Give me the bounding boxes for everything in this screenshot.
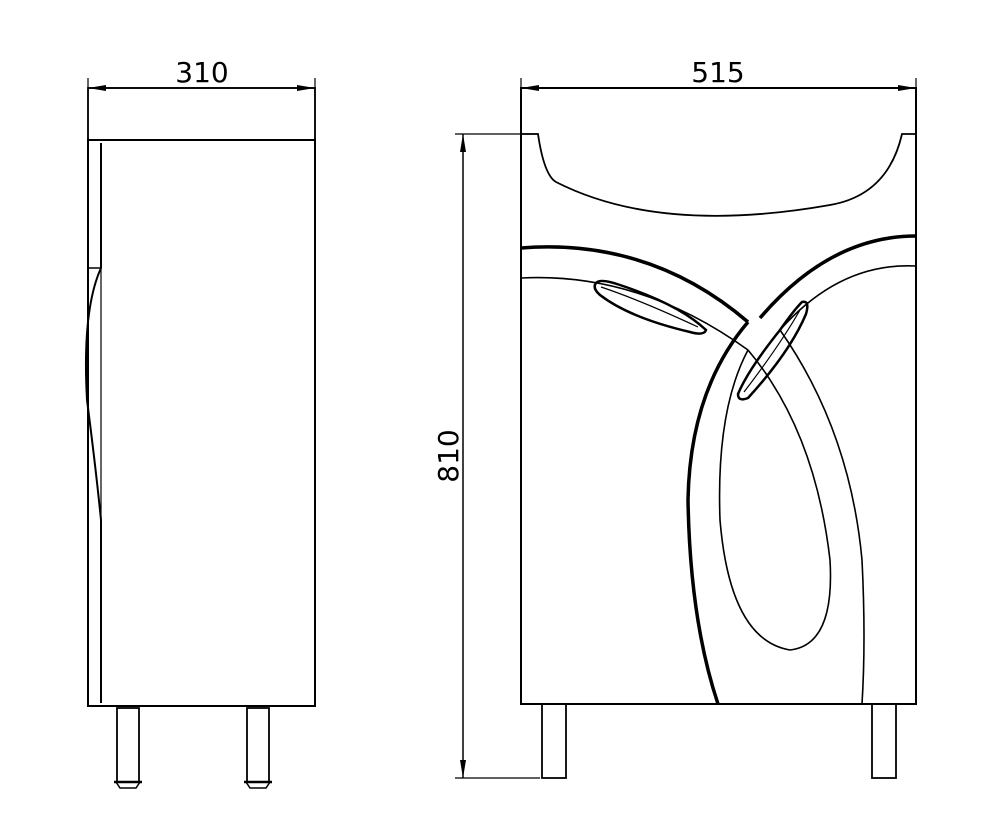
- side-view: 310: [85, 56, 316, 789]
- left-handle: [593, 279, 708, 335]
- side-width-label: 310: [175, 56, 228, 89]
- front-cabinet-body: [520, 87, 917, 705]
- height-dimension: 810: [432, 133, 540, 779]
- side-width-dimension: 310: [87, 56, 316, 140]
- left-door-curve: [520, 245, 750, 324]
- right-door-curve: [758, 234, 917, 320]
- height-label: 810: [432, 429, 465, 482]
- side-countertop: [87, 87, 316, 141]
- front-width-dimension: 515: [520, 56, 917, 140]
- side-leg-left: [114, 707, 142, 789]
- front-leg-right: [871, 703, 897, 779]
- basin: [521, 133, 916, 217]
- right-handle: [736, 300, 809, 401]
- door-sweep-right: [779, 329, 865, 705]
- front-width-label: 515: [691, 56, 744, 89]
- side-cabinet-body: [87, 139, 316, 707]
- side-leg-right: [244, 707, 272, 789]
- side-door-profile: [85, 143, 102, 703]
- front-view: 515 810: [432, 56, 917, 779]
- front-leg-left: [541, 703, 567, 779]
- door-sweep-loop: [718, 349, 832, 651]
- door-sweep-left: [686, 320, 750, 705]
